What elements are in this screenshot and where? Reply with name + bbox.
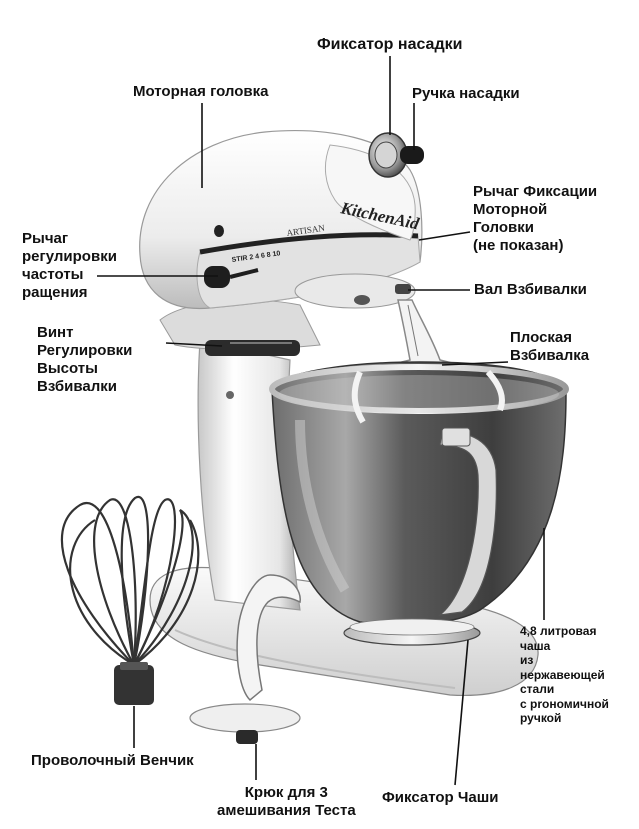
label-dough-hook: Крюк для 3 амешивания Теста <box>217 784 356 820</box>
label-speed-control-lever: Рычаг регулировки частоты ращения <box>22 230 117 302</box>
dough-hook-collar <box>190 704 300 732</box>
label-head-lock-lever: Рычаг Фиксации Моторной Головки (не пока… <box>473 183 597 255</box>
label-wire-whip: Проволочный Венчик <box>31 752 194 770</box>
label-beater-shaft: Вал Взбивалки <box>474 281 587 299</box>
pillar-screw <box>226 391 234 399</box>
speed-control-lever <box>204 266 230 288</box>
whip-collar <box>114 665 154 705</box>
label-height-adjust-screw: Винт Регулировки Высоты Взбивалки <box>37 324 132 396</box>
label-motor-head: Моторная головка <box>133 83 268 101</box>
label-attachment-knob: Ручка насадки <box>412 85 520 103</box>
label-bowl-clamp: Фиксатор Чаши <box>382 789 498 807</box>
attachment-knob <box>400 146 424 164</box>
label-bowl: 4,8 литровая чаша из нержавеющей стали с… <box>520 624 609 726</box>
beater-shaft <box>395 284 411 294</box>
label-flat-beater: Плоская Взбивалка <box>510 329 589 365</box>
label-attachment-lock: Фиксатор насадки <box>317 35 462 54</box>
